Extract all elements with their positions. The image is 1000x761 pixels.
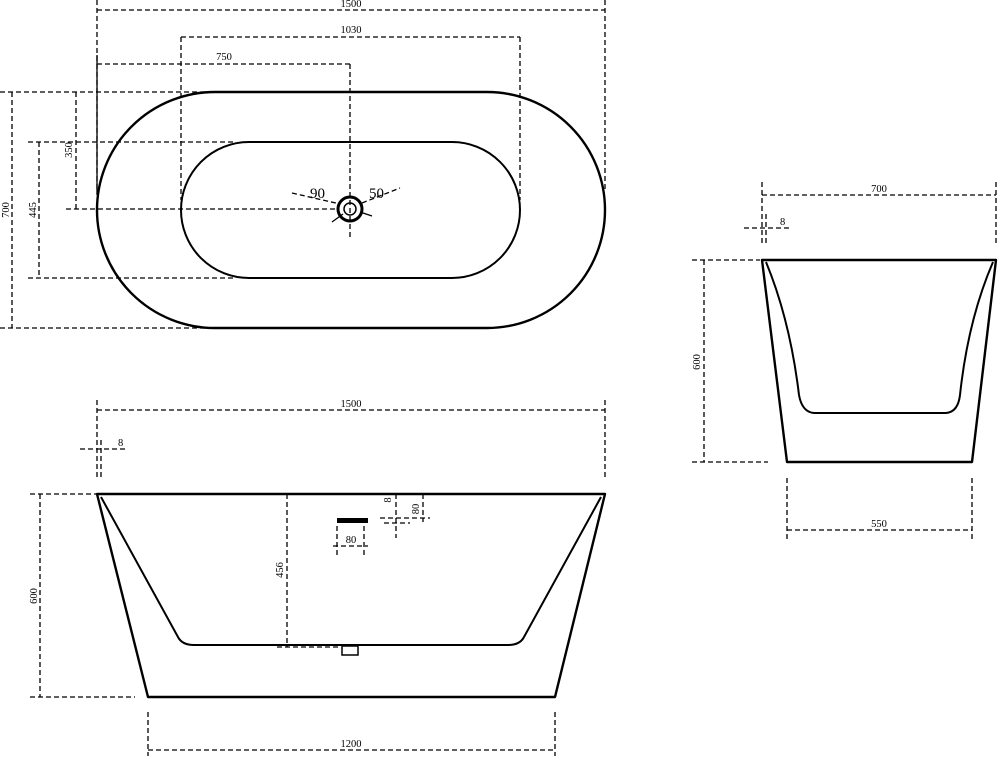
dim-overall-length: 1500: [341, 0, 362, 10]
dim-half-width: 350: [64, 142, 75, 158]
tub-side-inner: [765, 261, 994, 414]
dim-inner-depth: 456: [275, 562, 286, 578]
dim-inner-length: 1030: [341, 25, 362, 36]
dim-overall-width: 700: [1, 202, 12, 218]
dim-front-top-length: 1500: [341, 399, 362, 410]
tub-inner-basin: [180, 141, 521, 279]
tub-front-body: [95, 492, 607, 699]
dim-drain-offset: 750: [216, 52, 232, 63]
angle-mark-left-2: [331, 213, 344, 223]
dim-overflow-height: 80: [411, 504, 422, 515]
side-view: 700 8 600 550: [692, 182, 998, 542]
dim-side-height: 600: [692, 354, 703, 370]
dim-overflow-width: 80: [346, 535, 357, 546]
dim-side-base-width: 550: [871, 519, 887, 530]
angle-mark-left: [291, 192, 341, 205]
angle-right-label: 50: [369, 186, 384, 202]
top-view: 90 50 1500 1030 750 700 350 445: [0, 0, 607, 330]
front-drain: [341, 645, 359, 656]
dim-side-rim: 8: [780, 217, 785, 228]
overflow-slot: [337, 518, 368, 523]
dim-front-height: 600: [29, 588, 40, 604]
dim-base-length: 1200: [341, 739, 362, 750]
front-view: 1500 8 600 456 80 8 80: [29, 399, 607, 756]
tub-front-inner: [100, 496, 602, 646]
angle-mark-right: [361, 187, 401, 204]
dim-front-rim: 8: [118, 438, 123, 449]
angle-left-label: 90: [310, 186, 325, 202]
tub-side-body: [760, 258, 998, 464]
dim-overflow-thickness: 8: [383, 497, 394, 502]
dim-inner-width: 445: [28, 202, 39, 218]
tub-outer-rim: [95, 90, 607, 330]
angle-mark-right-2: [359, 211, 373, 217]
dim-side-top-width: 700: [871, 184, 887, 195]
